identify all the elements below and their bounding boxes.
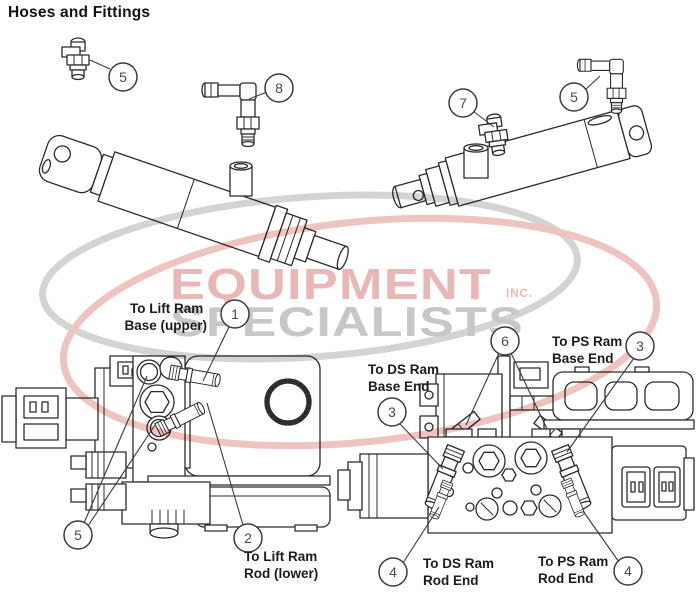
callout-3-ds: 3 <box>377 397 407 427</box>
valve-block <box>122 482 210 524</box>
label-lift-ram-rod: To Lift Ram Rod (lower) <box>244 549 321 581</box>
watermark: EQUIPMENT INC. SPECIALISTS <box>39 191 661 450</box>
label-lift-ram-base: To Lift Ram Base (upper) <box>124 301 207 333</box>
watermark-suffix: INC. <box>506 288 533 300</box>
callout-4-ds: 4 <box>378 557 408 587</box>
callout-5-top-left: 5 <box>108 62 138 92</box>
callout-5-bottom-left: 5 <box>63 520 93 550</box>
svg-text:5: 5 <box>119 69 127 85</box>
watermark-gray-swoosh <box>39 191 581 363</box>
svg-text:1: 1 <box>231 306 239 322</box>
fitting-5-top-left <box>61 37 90 81</box>
svg-text:5: 5 <box>74 527 82 543</box>
callout-2: 2 <box>233 523 263 553</box>
label-ds-ram-rod: To DS Ram Rod End <box>423 556 498 588</box>
page-title: Hoses and Fittings <box>8 4 151 21</box>
lift-ram-cylinder <box>35 129 356 286</box>
svg-text:3: 3 <box>388 404 396 420</box>
callout-3-ps: 3 <box>625 331 655 361</box>
callout-1: 1 <box>220 299 250 329</box>
svg-text:7: 7 <box>459 95 467 111</box>
svg-text:4: 4 <box>624 563 632 579</box>
angle-ram-port <box>464 148 488 178</box>
svg-text:4: 4 <box>389 564 397 580</box>
svg-text:6: 6 <box>501 333 509 349</box>
filler-cap <box>265 379 311 425</box>
watermark-word1: EQUIPMENT <box>170 260 492 309</box>
callout-4-ps: 4 <box>613 556 643 586</box>
leader-lines <box>83 59 635 564</box>
label-ps-ram-base: To PS Ram Base End <box>552 334 626 366</box>
svg-text:8: 8 <box>275 80 283 96</box>
svg-text:3: 3 <box>636 338 644 354</box>
angle-ram-cylinder <box>387 104 653 222</box>
callout-5-top-right: 5 <box>559 82 589 112</box>
port-labels: To Lift Ram Base (upper) To Lift Ram Rod… <box>124 301 626 588</box>
svg-text:5: 5 <box>570 89 578 105</box>
watermark-red-swoosh <box>59 214 661 450</box>
label-ps-ram-rod: To PS Ram Rod End <box>538 554 612 586</box>
callout-8: 8 <box>264 73 294 103</box>
callouts: 5 8 7 5 1 2 5 <box>63 62 655 587</box>
callout-7: 7 <box>448 88 478 118</box>
fitting-8 <box>201 82 260 148</box>
callout-6: 6 <box>490 326 520 356</box>
svg-text:2: 2 <box>244 530 252 546</box>
label-ds-ram-base: To DS Ram Base End <box>368 362 443 394</box>
